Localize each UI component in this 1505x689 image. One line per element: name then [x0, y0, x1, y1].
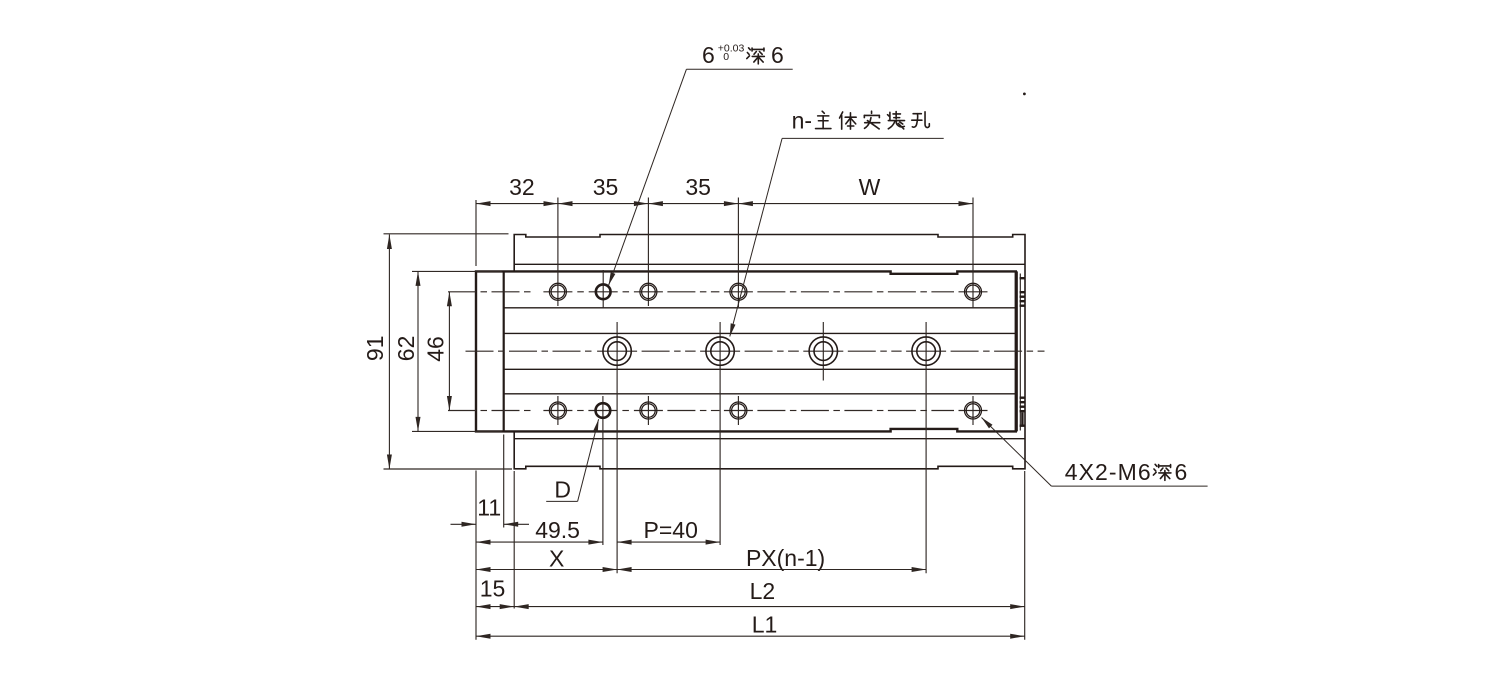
svg-text:L2: L2	[750, 578, 776, 604]
svg-text:6: 6	[771, 42, 784, 68]
svg-text:32: 32	[509, 174, 535, 200]
svg-text:D: D	[554, 477, 571, 503]
svg-text:0: 0	[723, 51, 729, 63]
svg-text:6: 6	[702, 42, 715, 68]
svg-text:91: 91	[362, 336, 388, 362]
svg-text:35: 35	[593, 174, 619, 200]
svg-text:W: W	[859, 174, 881, 200]
svg-text:4X2-M6: 4X2-M6	[1065, 459, 1152, 485]
svg-text:X: X	[549, 545, 564, 571]
svg-text:n-: n-	[792, 108, 812, 134]
svg-text:+0.03: +0.03	[718, 43, 745, 55]
svg-text:49.5: 49.5	[535, 517, 580, 543]
svg-text:L1: L1	[752, 612, 778, 638]
svg-text:15: 15	[480, 576, 506, 602]
svg-text:35: 35	[685, 174, 711, 200]
svg-text:6: 6	[1175, 459, 1188, 485]
svg-text:62: 62	[393, 336, 419, 362]
svg-text:PX(n-1): PX(n-1)	[746, 545, 825, 571]
svg-text:11: 11	[477, 495, 501, 521]
svg-text:46: 46	[423, 336, 449, 362]
svg-text:P=40: P=40	[644, 517, 698, 543]
